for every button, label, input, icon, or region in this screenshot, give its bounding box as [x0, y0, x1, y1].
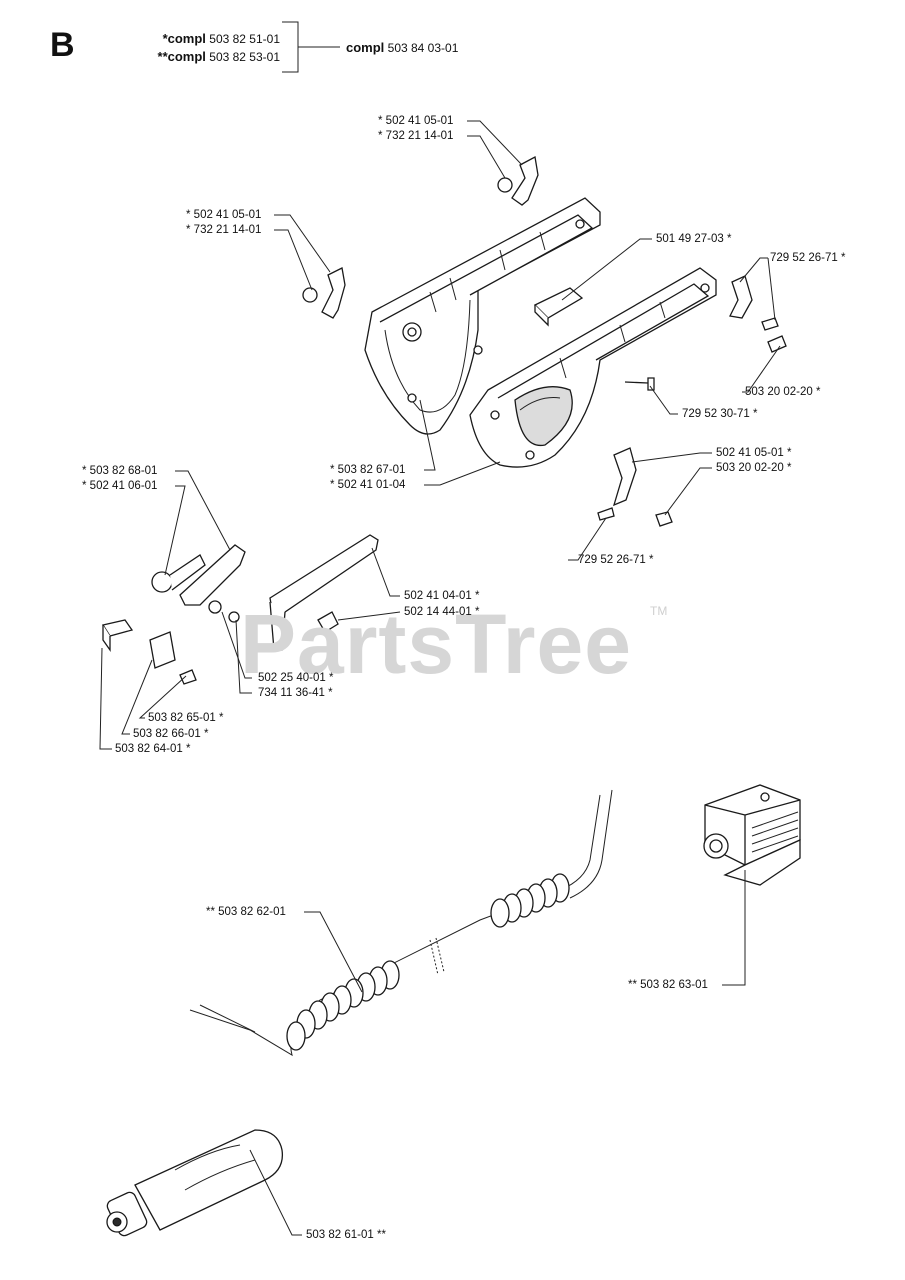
part-label: 729 52 26-71 * — [578, 554, 654, 566]
part-label: 503 82 65-01 * — [148, 712, 224, 724]
handle-frame-rear — [364, 197, 601, 435]
part-label: 501 49 27-03 * — [656, 233, 732, 245]
clamp-top — [497, 156, 539, 206]
cover-plate — [533, 287, 584, 327]
compl-1-prefix: *compl — [162, 31, 206, 46]
compl-3-prefix: compl — [346, 40, 385, 55]
handle-grip — [106, 1129, 284, 1237]
compl-1-number: 503 82 51-01 — [209, 32, 280, 46]
header-compl-3: compl 503 84 03-01 — [346, 40, 458, 55]
part-label: 502 41 04-01 * — [404, 590, 480, 602]
compl-3-number: 503 84 03-01 — [387, 41, 459, 55]
part-label: 502 25 40-01 * — [258, 672, 334, 684]
part-label: 503 82 61-01 ** — [306, 1229, 386, 1241]
part-label: 729 52 30-71 * — [682, 408, 758, 420]
part-label: * 502 41 05-01 — [378, 115, 454, 127]
leader-lines — [99, 120, 781, 1236]
part-label: * 502 41 06-01 — [82, 480, 158, 492]
part-label: 502 14 44-01 * — [404, 606, 480, 618]
part-label: * 502 41 05-01 — [186, 209, 262, 221]
watermark-text: PartsTree — [240, 597, 632, 691]
part-label: 503 82 64-01 * — [115, 743, 191, 755]
handle-frame-front — [469, 267, 717, 468]
lever-assembly — [151, 544, 246, 623]
compl-2-number: 503 82 53-01 — [209, 50, 280, 64]
part-label: * 732 21 14-01 — [186, 224, 262, 236]
part-label: 734 11 36-41 * — [258, 687, 333, 699]
part-label: 502 41 05-01 * — [716, 447, 792, 459]
part-label: 503 20 02-20 * — [745, 386, 821, 398]
header-compl-1: *compl 503 82 51-01 — [152, 31, 280, 46]
connector-block — [703, 784, 801, 886]
part-label: * 503 82 67-01 — [330, 464, 406, 476]
part-label: ** 503 82 63-01 — [628, 979, 708, 991]
clamp-lower — [612, 447, 637, 507]
microswitch — [101, 619, 197, 685]
part-label: 503 20 02-20 * — [716, 462, 792, 474]
cable-coils — [286, 873, 570, 1051]
part-label: 503 82 66-01 * — [133, 728, 209, 740]
clamp-left — [302, 267, 346, 319]
watermark-tm: TM — [650, 604, 668, 618]
trigger-rod — [269, 534, 379, 651]
part-label: * 503 82 68-01 — [82, 465, 158, 477]
part-label: * 732 21 14-01 — [378, 130, 454, 142]
part-label: 729 52 26-71 * — [770, 252, 846, 264]
header-compl-2: **compl 503 82 53-01 — [142, 49, 280, 64]
part-label: * 502 41 01-04 — [330, 479, 406, 491]
clamp-right — [729, 275, 753, 319]
coiled-cable — [189, 789, 613, 1057]
screws — [597, 317, 787, 527]
part-label: ** 503 82 62-01 — [206, 906, 286, 918]
header-bracket — [282, 21, 340, 73]
compl-2-prefix: **compl — [157, 49, 206, 64]
section-letter: B — [50, 26, 75, 64]
